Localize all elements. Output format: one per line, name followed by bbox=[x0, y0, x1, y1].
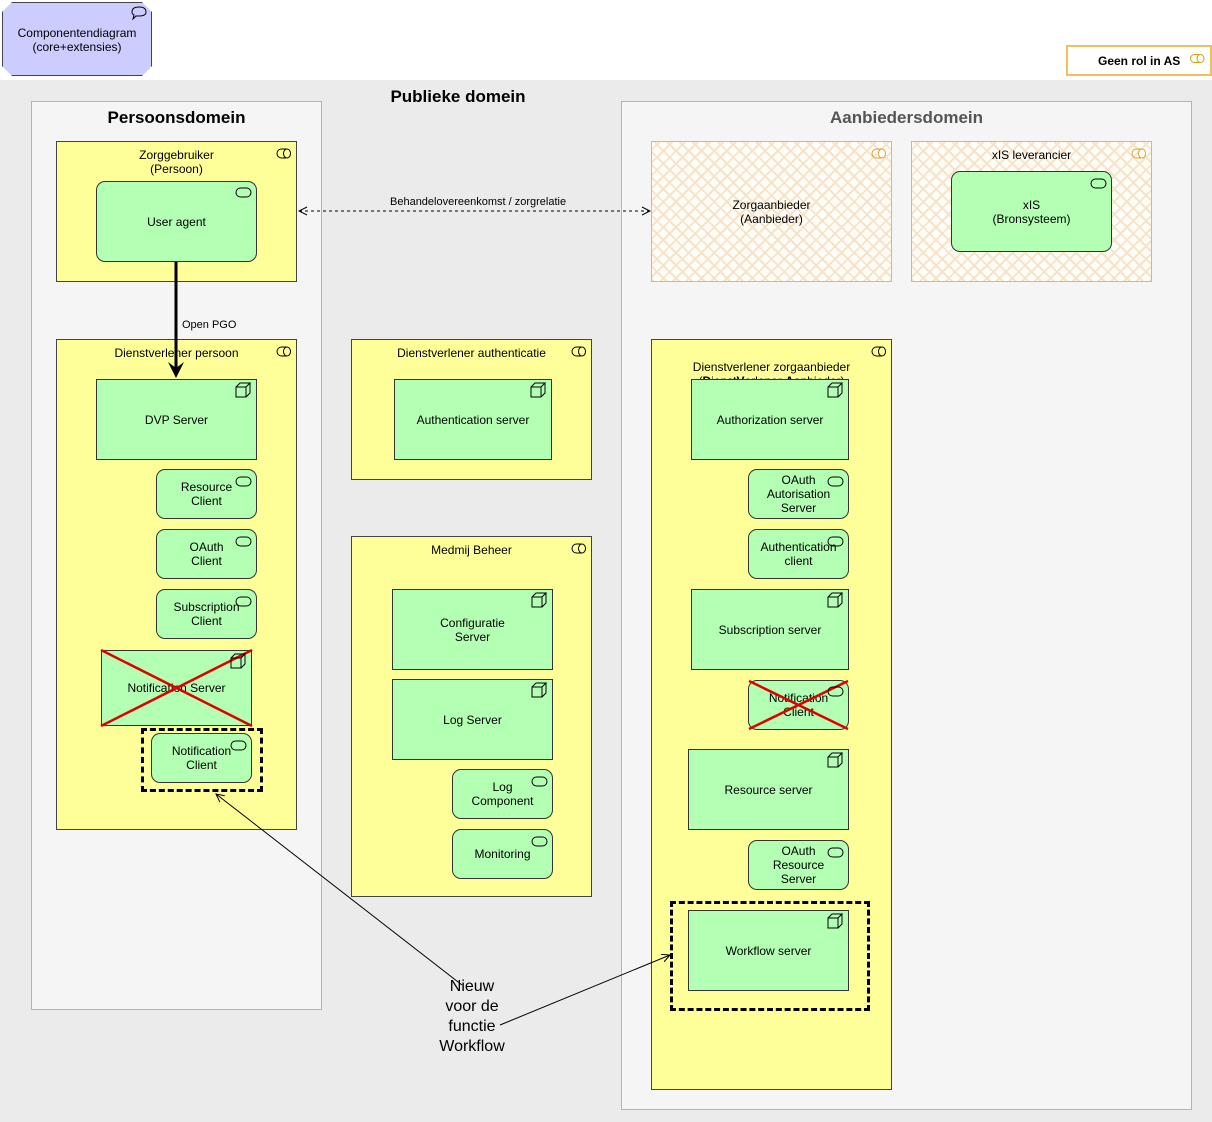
removed-cross-icon bbox=[748, 679, 849, 731]
speech-bubble-icon bbox=[131, 6, 147, 20]
service-icon bbox=[230, 178, 1107, 858]
medmij-beheer-label: Medmij Beheer bbox=[431, 543, 512, 557]
behandel-relation-label: Behandelovereenkomst / zorgrelatie bbox=[390, 196, 567, 208]
new-workflow-frame-persoon bbox=[141, 728, 263, 792]
diagram-title: Componentendiagram (core+extensies) bbox=[17, 26, 137, 54]
log-server-node: Log Server bbox=[392, 679, 553, 760]
role-icon bbox=[871, 148, 1146, 159]
diagram-title-note bbox=[2, 2, 152, 76]
dienstverlener-authenticatie-label: Dienstverlener authenticatie bbox=[397, 346, 546, 360]
new-workflow-frame-aanbieder bbox=[670, 901, 870, 1011]
oauth-autorisation-server-label: OAuth Autorisation Server bbox=[766, 473, 831, 515]
xis-leverancier-label: xIS leverancier bbox=[991, 148, 1072, 162]
dienstverlener-persoon-label: Dienstverlener persoon bbox=[114, 346, 239, 360]
authorization-server-label: Authorization server bbox=[716, 412, 824, 427]
public-domain-title: Publieke domein bbox=[390, 87, 526, 106]
log-component-label: Log Component bbox=[471, 780, 534, 808]
oauth-resource-server-label: OAuth Resource Server bbox=[772, 844, 825, 886]
annotation-arrow-aanbieder bbox=[499, 955, 670, 1026]
open-pgo-arrowhead bbox=[168, 362, 184, 378]
monitoring-label: Monitoring bbox=[474, 847, 531, 861]
log-server-label: Log Server bbox=[443, 712, 502, 727]
subscription-server-label: Subscription server bbox=[718, 622, 822, 637]
zorgaanbieder-actor: Zorgaanbieder (Aanbieder) bbox=[651, 141, 892, 282]
zorggebruiker-label: Zorggebruiker (Persoon) bbox=[139, 148, 214, 176]
notification-client-label: Notification Client bbox=[171, 744, 232, 772]
persoonsdomein-title: Persoonsdomein bbox=[107, 108, 246, 127]
dvp-server-label: DVP Server bbox=[144, 412, 209, 427]
node-icon bbox=[230, 382, 844, 929]
removed-cross-icon bbox=[100, 648, 253, 728]
workflow-annotation: Nieuw voor de functie Workflow bbox=[439, 978, 505, 1055]
dvp-server-node: DVP Server bbox=[96, 379, 257, 460]
resource-server-node: Resource server bbox=[688, 749, 849, 830]
user-agent-label: User agent bbox=[147, 214, 206, 229]
legend-label: Geen rol in AS bbox=[1098, 53, 1181, 68]
open-pgo-relation-label: Open PGO bbox=[182, 319, 237, 331]
dva-title: Dienstverlener zorgaanbieder bbox=[692, 360, 851, 374]
xis-component: xIS (Bronsysteem) bbox=[951, 171, 1112, 252]
authentication-server-node: Authentication server bbox=[394, 379, 552, 460]
subscription-server-node: Subscription server bbox=[691, 589, 849, 670]
legend-no-role: Geen rol in AS bbox=[1066, 45, 1212, 76]
authorization-server-node: Authorization server bbox=[691, 379, 849, 460]
role-icon bbox=[276, 148, 886, 554]
resource-server-label: Resource server bbox=[724, 782, 813, 797]
authentication-server-label: Authentication server bbox=[416, 412, 530, 427]
annotation-arrow-persoon bbox=[216, 794, 463, 986]
user-agent-component: User agent bbox=[96, 181, 257, 262]
configuratie-server-label: Configuratie Server bbox=[440, 615, 505, 644]
log-component: Log Component bbox=[452, 769, 553, 819]
workflow-server-node: Workflow server bbox=[688, 910, 849, 991]
workflow-server-label: Workflow server bbox=[725, 943, 812, 958]
authentication-client-label: Authentication client bbox=[760, 540, 837, 568]
resource-client-label: Resource Client bbox=[180, 480, 233, 508]
role-icon bbox=[1190, 54, 1205, 63]
configuratie-server-node: Configuratie Server bbox=[392, 589, 553, 670]
xis-label: xIS (Bronsysteem) bbox=[992, 197, 1071, 226]
oauth-client-label: OAuth Client bbox=[189, 540, 224, 568]
subscription-client-label: Subscription Client bbox=[173, 600, 240, 628]
zorgaanbieder-label: Zorgaanbieder (Aanbieder) bbox=[732, 197, 811, 226]
aanbiedersdomein-title: Aanbiedersdomein bbox=[829, 108, 984, 127]
